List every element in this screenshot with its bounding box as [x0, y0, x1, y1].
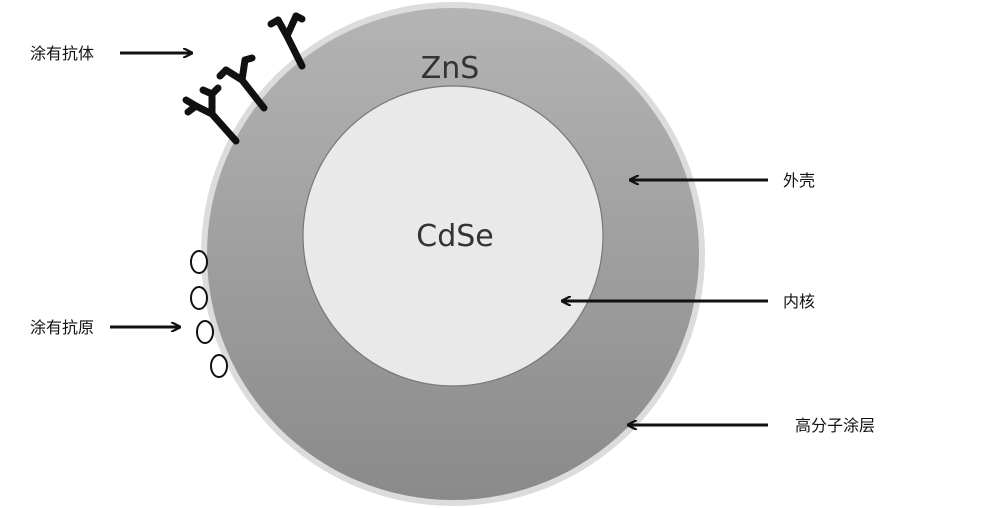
antigen-icon	[196, 320, 214, 344]
label-inner-core: 内核	[783, 292, 815, 311]
core-label: CdSe	[416, 219, 494, 254]
antibody-icon	[182, 84, 240, 145]
antibody-icon	[267, 12, 306, 70]
antibody-icon	[216, 54, 268, 112]
label-antibody-coating: 涂有抗体	[30, 44, 94, 63]
label-polymer-coating: 高分子涂层	[795, 416, 875, 435]
antigen-icon	[190, 250, 208, 274]
label-outer-shell: 外壳	[783, 171, 815, 190]
antigen-icon	[210, 354, 228, 378]
antigen-icon	[190, 286, 208, 310]
label-antigen-coating: 涂有抗原	[30, 318, 94, 337]
cdse-core	[302, 85, 604, 387]
shell-label: ZnS	[421, 51, 480, 86]
